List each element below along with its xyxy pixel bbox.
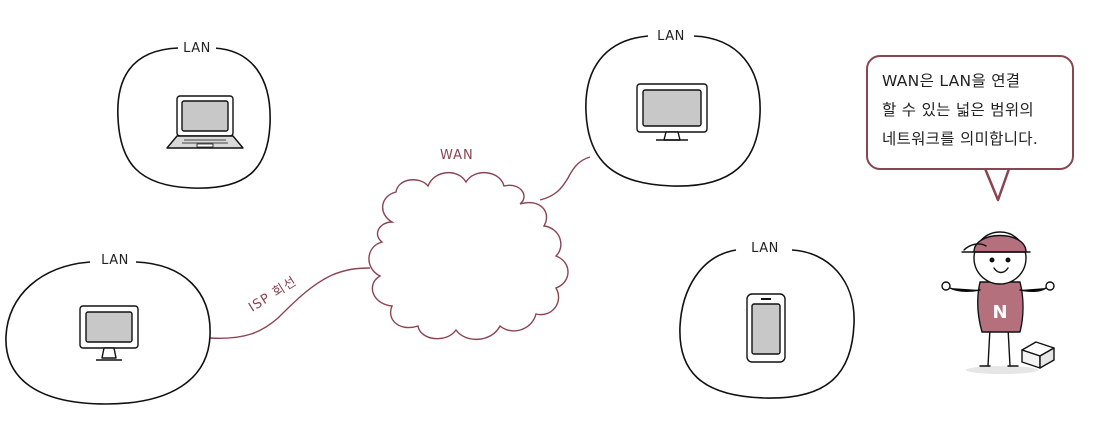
wan-to-lan-line xyxy=(539,156,591,201)
isp-line xyxy=(209,267,371,340)
lan-group-laptop: LAN xyxy=(117,38,271,189)
lan-group-monitor-left: LAN xyxy=(5,250,211,405)
speech-bubble-line: WAN은 LAN을 연결 xyxy=(882,72,1021,90)
lan-boundary xyxy=(585,35,761,187)
lan-label: LAN xyxy=(101,253,129,268)
monitor-icon xyxy=(636,83,708,141)
lan-boundary xyxy=(5,261,211,405)
lan-group-monitor-right: LAN xyxy=(585,26,761,187)
lan-label: LAN xyxy=(751,241,779,256)
lan-group-smartphone: LAN xyxy=(679,238,855,399)
smartphone-icon xyxy=(746,293,786,363)
isp-line-label: ISP 회선 xyxy=(246,274,300,315)
lan-label: LAN xyxy=(657,29,685,44)
lan-boundary xyxy=(679,249,855,399)
laptop-icon xyxy=(166,95,244,149)
speech-bubble-line: 할 수 있는 넓은 범위의 xyxy=(882,101,1034,119)
wan-cloud xyxy=(368,172,569,340)
svg-text:N: N xyxy=(992,302,1007,323)
character-illustration: N xyxy=(941,231,1055,374)
wan-label: WAN xyxy=(440,148,474,163)
speech-bubble-line: 네트워크를 의미합니다. xyxy=(882,130,1039,148)
lan-boundary xyxy=(117,47,271,189)
speech-bubble: WAN은 LAN을 연결 할 수 있는 넓은 범위의 네트워크를 의미합니다. xyxy=(866,55,1074,170)
speech-bubble-tail xyxy=(982,165,1012,202)
lan-label: LAN xyxy=(183,41,211,56)
monitor-icon xyxy=(79,305,139,361)
